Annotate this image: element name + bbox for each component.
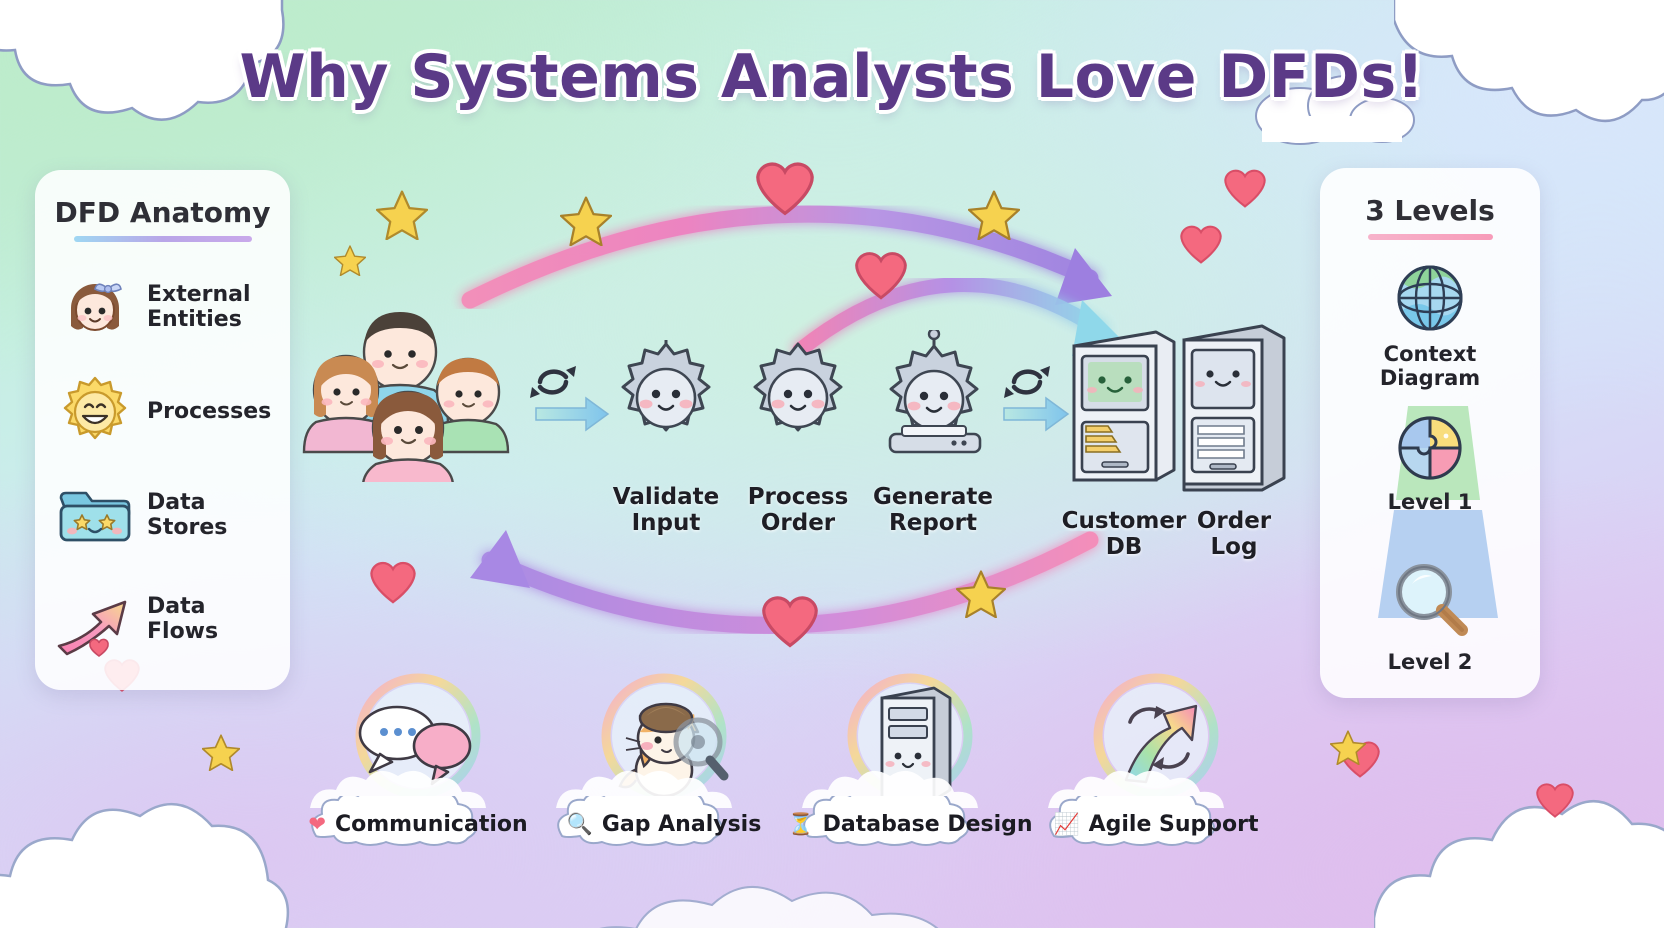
level-item-label: Context Diagram [1379, 342, 1481, 390]
hourglass-icon: ⏳ [787, 812, 814, 836]
benefit-badge-gap-analysis[interactable]: 🔍 Gap Analysis [548, 673, 780, 850]
benefit-badge-communication[interactable]: ❤ Communication [302, 673, 534, 850]
heart-icon: ❤ [308, 812, 326, 836]
cabinet-icon [1182, 324, 1286, 492]
badge-label-pill: ⏳ Database Design [787, 796, 1033, 850]
process-label-generate-report: Generate Report [873, 484, 993, 537]
badge-label-pill: 📈 Agile Support [1040, 796, 1272, 850]
badge-label: Agile Support [1088, 811, 1259, 837]
process-node-generate-report[interactable] [872, 327, 996, 465]
process-label-validate-input: Validate Input [612, 484, 720, 537]
dfd-anatomy-panel: DFD Anatomy [35, 170, 290, 690]
magnifier-icon [1396, 564, 1468, 636]
process-node-validate-input[interactable] [608, 317, 724, 461]
globe-icon [1397, 265, 1463, 331]
data-store-label-order-log: Order Log [1196, 508, 1272, 561]
list-item-label: Data Flows [147, 594, 219, 644]
girl-face-icon [55, 268, 135, 348]
gear-smile-icon [55, 372, 135, 452]
level-item-level2[interactable]: Level 2 [1320, 554, 1540, 675]
anatomy-list: External Entities Processes [35, 256, 290, 672]
list-item-label: Data Stores [147, 490, 228, 540]
process-label-process-order: Process Order [747, 484, 849, 537]
list-item[interactable]: External Entities [35, 256, 290, 360]
badge-label-pill: 🔍 Gap Analysis [548, 796, 780, 850]
list-item[interactable]: Data Flows [35, 568, 290, 672]
level-item-label: Level 2 [1387, 650, 1473, 674]
gear-printer-icon [888, 327, 982, 454]
folder-face-icon [55, 476, 135, 556]
badge-art [1048, 673, 1256, 808]
badge-art [556, 673, 764, 808]
title-underline [1367, 234, 1493, 240]
pink-arrow-icon [55, 580, 135, 660]
data-store-customer-db[interactable] [1064, 322, 1184, 497]
badge-label: Database Design [822, 811, 1033, 837]
level-item-context[interactable]: Context Diagram [1320, 258, 1540, 390]
level-item-label: Level 1 [1387, 490, 1473, 514]
list-item[interactable]: Data Stores [35, 464, 290, 568]
badge-label: Gap Analysis [601, 811, 762, 837]
list-item-label: External Entities [147, 282, 251, 332]
chart-increasing-icon: 📈 [1053, 812, 1080, 836]
level-item-level1[interactable]: Level 1 [1320, 410, 1540, 515]
bow-icon [94, 283, 122, 294]
panel-title-anatomy: DFD Anatomy [54, 196, 271, 229]
process-node-process-order[interactable] [740, 340, 856, 461]
list-item[interactable]: Processes [35, 360, 290, 464]
puzzle-circle-icon [1398, 416, 1462, 480]
page-title: Why Systems Analysts Love DFDs! [239, 42, 1425, 112]
benefit-badge-database-design[interactable]: ⏳ Database Design [787, 673, 1033, 850]
list-item-label: Processes [147, 398, 272, 424]
data-store-label-customer-db: Customer DB [1061, 508, 1187, 561]
benefit-badge-agile-support[interactable]: 📈 Agile Support [1040, 673, 1272, 850]
gear-face-icon [621, 317, 711, 432]
badge-label-pill: ❤ Communication [302, 796, 534, 850]
people-group-icon[interactable] [300, 282, 530, 488]
cabinet-green-face-icon [1072, 330, 1176, 482]
panel-title-levels: 3 Levels [1365, 194, 1495, 227]
data-store-order-log[interactable] [1176, 318, 1292, 503]
badge-art [310, 673, 518, 808]
three-levels-panel: 3 Levels Context Diagram [1320, 168, 1540, 698]
magnifier-icon: 🔍 [566, 812, 593, 836]
title-underline [73, 236, 252, 242]
badge-art [802, 673, 1010, 808]
gear-face-icon [753, 342, 843, 432]
badge-label: Communication [334, 811, 528, 837]
